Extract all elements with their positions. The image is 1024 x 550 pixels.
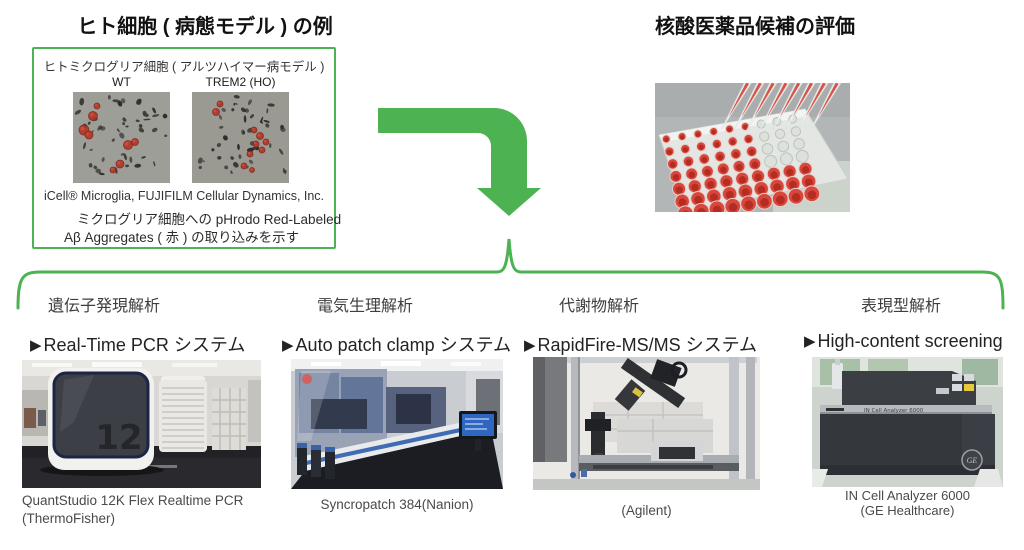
ge-logo-text: GE <box>967 456 978 465</box>
microscopy-image-wt <box>73 92 170 183</box>
well-plate-photo <box>655 83 850 212</box>
photo-realtime-pcr: 12 <box>22 360 261 488</box>
caption-syncropatch: Syncropatch 384(Nanion) <box>320 497 474 512</box>
system-label-pcr-text: Real-Time PCR システム <box>43 335 246 355</box>
wt-label: WT <box>112 75 131 89</box>
caption-incell-line1: IN Cell Analyzer 6000 <box>844 488 970 503</box>
triangle-bullet-icon: ▶ <box>30 337 42 354</box>
system-label-patch-clamp-text: Auto patch clamp システム <box>295 335 512 355</box>
incell-model-label: IN Cell Analyzer 6000 <box>864 408 924 414</box>
column-header-gene-expression: 遺伝子発現解析 <box>48 298 161 315</box>
left-title: ヒト細胞 ( 病態モデル ) の例 <box>77 16 333 38</box>
column-header-electrophysiology: 電気生理解析 <box>317 298 414 315</box>
caption-incell-line2: (GE Healthcare) <box>860 503 955 518</box>
description-line-2: Aβ Aggregates ( 赤 ) の取り込みを示す <box>64 230 300 245</box>
system-label-pcr: ▶Real-Time PCR システム <box>30 331 245 357</box>
photo-incell-analyzer: IN Cell Analyzer 6000 GE <box>812 357 1003 487</box>
brace-icon <box>16 238 1005 310</box>
down-arrow-icon <box>378 108 541 216</box>
system-label-rapidfire: ▶RapidFire-MS/MS システム <box>524 331 757 357</box>
caption-pcr-line1: QuantStudio 12K Flex Realtime PCR <box>22 493 244 508</box>
column-header-metabolite: 代謝物解析 <box>559 298 640 315</box>
triangle-bullet-icon: ▶ <box>282 337 294 354</box>
caption-pcr-line2: (ThermoFisher) <box>22 511 116 526</box>
ge-logo <box>961 449 983 471</box>
photo-syncropatch <box>291 359 503 489</box>
microscopy-image-trem2 <box>192 92 289 183</box>
system-label-hcs-text: High-content screening <box>817 331 1003 351</box>
triangle-bullet-icon: ▶ <box>524 337 536 354</box>
system-label-hcs: ▶High-content screening <box>804 331 1003 352</box>
description-line-1: ミクログリア細胞への pHrodo Red-Labeled <box>77 212 342 227</box>
right-title: 核酸医薬品候補の評価 <box>655 16 855 38</box>
trem2-label: TREM2 (HO) <box>205 75 276 89</box>
pcr-screen-digits: 12 <box>95 418 142 458</box>
system-label-rapidfire-text: RapidFire-MS/MS システム <box>537 335 758 355</box>
triangle-bullet-icon: ▶ <box>804 333 816 350</box>
column-header-phenotype: 表現型解析 <box>861 298 942 315</box>
icell-credit: iCell® Microglia, FUJIFILM Cellular Dyna… <box>43 189 325 203</box>
photo-rapidfire <box>533 357 760 490</box>
cell-line-label: ヒトミクログリア細胞 ( アルツハイマー病モデル ) <box>43 60 325 74</box>
system-label-patch-clamp: ▶Auto patch clamp システム <box>282 331 511 357</box>
caption-agilent: (Agilent) <box>621 503 672 518</box>
